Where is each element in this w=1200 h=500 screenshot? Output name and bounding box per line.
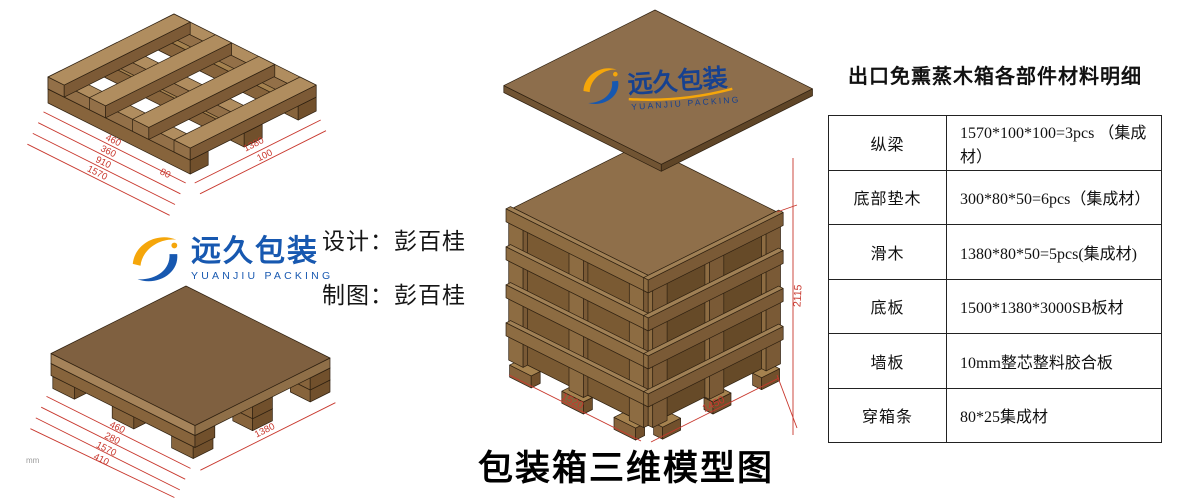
brand-name-en: YUANJIU PACKING (191, 270, 334, 283)
iso-face (643, 247, 784, 319)
table-row: 墙板 10mm整芯整料胶合板 (828, 333, 1162, 389)
part-spec-cell: 1380*80*50=5pcs(集成材) (946, 224, 1162, 280)
table-row: 穿箱条 80*25集成材 (828, 387, 1162, 443)
brand-text-block: 远久包装 YUANJIU PACKING (191, 236, 333, 283)
dim-label: 100 (255, 147, 274, 164)
lid-brand-logo: 远久包装 YUANJIU PACKING (581, 63, 741, 112)
iso-face (47, 13, 191, 86)
iso-face (89, 34, 232, 107)
part-name-cell: 穿箱条 (828, 387, 947, 443)
iso-face (643, 285, 784, 357)
unit-note: mm (26, 456, 40, 465)
part-name-cell: 滑木 (828, 224, 947, 280)
part-spec-cell: 1570*100*100=3pcs （集成材） (946, 115, 1162, 171)
table-row: 滑木 1380*80*50=5pcs(集成材) (828, 224, 1162, 280)
credits-block: 设计：彭百桂 制图：彭百桂 (322, 214, 466, 322)
part-name-cell: 底板 (828, 278, 947, 334)
pallet-frame-dimensions: 460 360 910 1570 80 1380 100 (27, 111, 327, 216)
part-spec-cell: 300*80*50=6pcs（集成材） (946, 169, 1162, 225)
iso-face (643, 209, 784, 281)
part-name-cell: 墙板 (828, 333, 947, 389)
bom-title: 出口免熏蒸木箱各部件材料明细 (848, 66, 1142, 88)
dim-label-height: 2115 (791, 284, 804, 307)
part-spec-cell: 10mm整芯整料胶合板 (946, 333, 1162, 389)
bom-panel: 出口免熏蒸木箱各部件材料明细 纵梁 1570*100*100=3pcs （集成材… (828, 60, 1162, 443)
logo-underline (628, 87, 733, 101)
part-spec-cell: 1500*1380*3000SB板材 (946, 278, 1162, 334)
crate-drawing: 远久包装 YUANJIU PACKING 2115 1450 1520 (503, 9, 813, 443)
iso-face (132, 55, 276, 128)
iso-face (643, 323, 784, 395)
part-name-cell: 纵梁 (828, 115, 947, 171)
brand-logo: 远久包装 YUANJIU PACKING (126, 230, 333, 288)
iso-face (503, 9, 813, 165)
credit-draft: 制图：彭百桂 (322, 282, 466, 308)
pallet-frame-drawing: 460 360 910 1570 80 1380 100 (27, 13, 327, 216)
part-spec-cell: 80*25集成材 (946, 387, 1162, 443)
bom-table: 纵梁 1570*100*100=3pcs （集成材） 底部垫木 300*80*5… (828, 115, 1162, 443)
dim-label: 80 (158, 166, 172, 181)
iso-face (173, 76, 317, 149)
table-row: 底板 1500*1380*3000SB板材 (828, 278, 1162, 334)
table-row: 纵梁 1570*100*100=3pcs （集成材） (828, 115, 1162, 171)
iso-face (50, 285, 331, 426)
part-name-cell: 底部垫木 (828, 169, 947, 225)
page-title: 包装箱三维模型图 (477, 449, 774, 488)
brand-swoosh-icon (132, 237, 178, 282)
pallet-deck-drawing: 460 280 1570 410 1380 (30, 285, 336, 498)
credit-design: 设计：彭百桂 (322, 228, 466, 254)
brand-name-cn: 远久包装 (191, 234, 319, 268)
table-row: 底部垫木 300*80*50=6pcs（集成材） (828, 169, 1162, 225)
